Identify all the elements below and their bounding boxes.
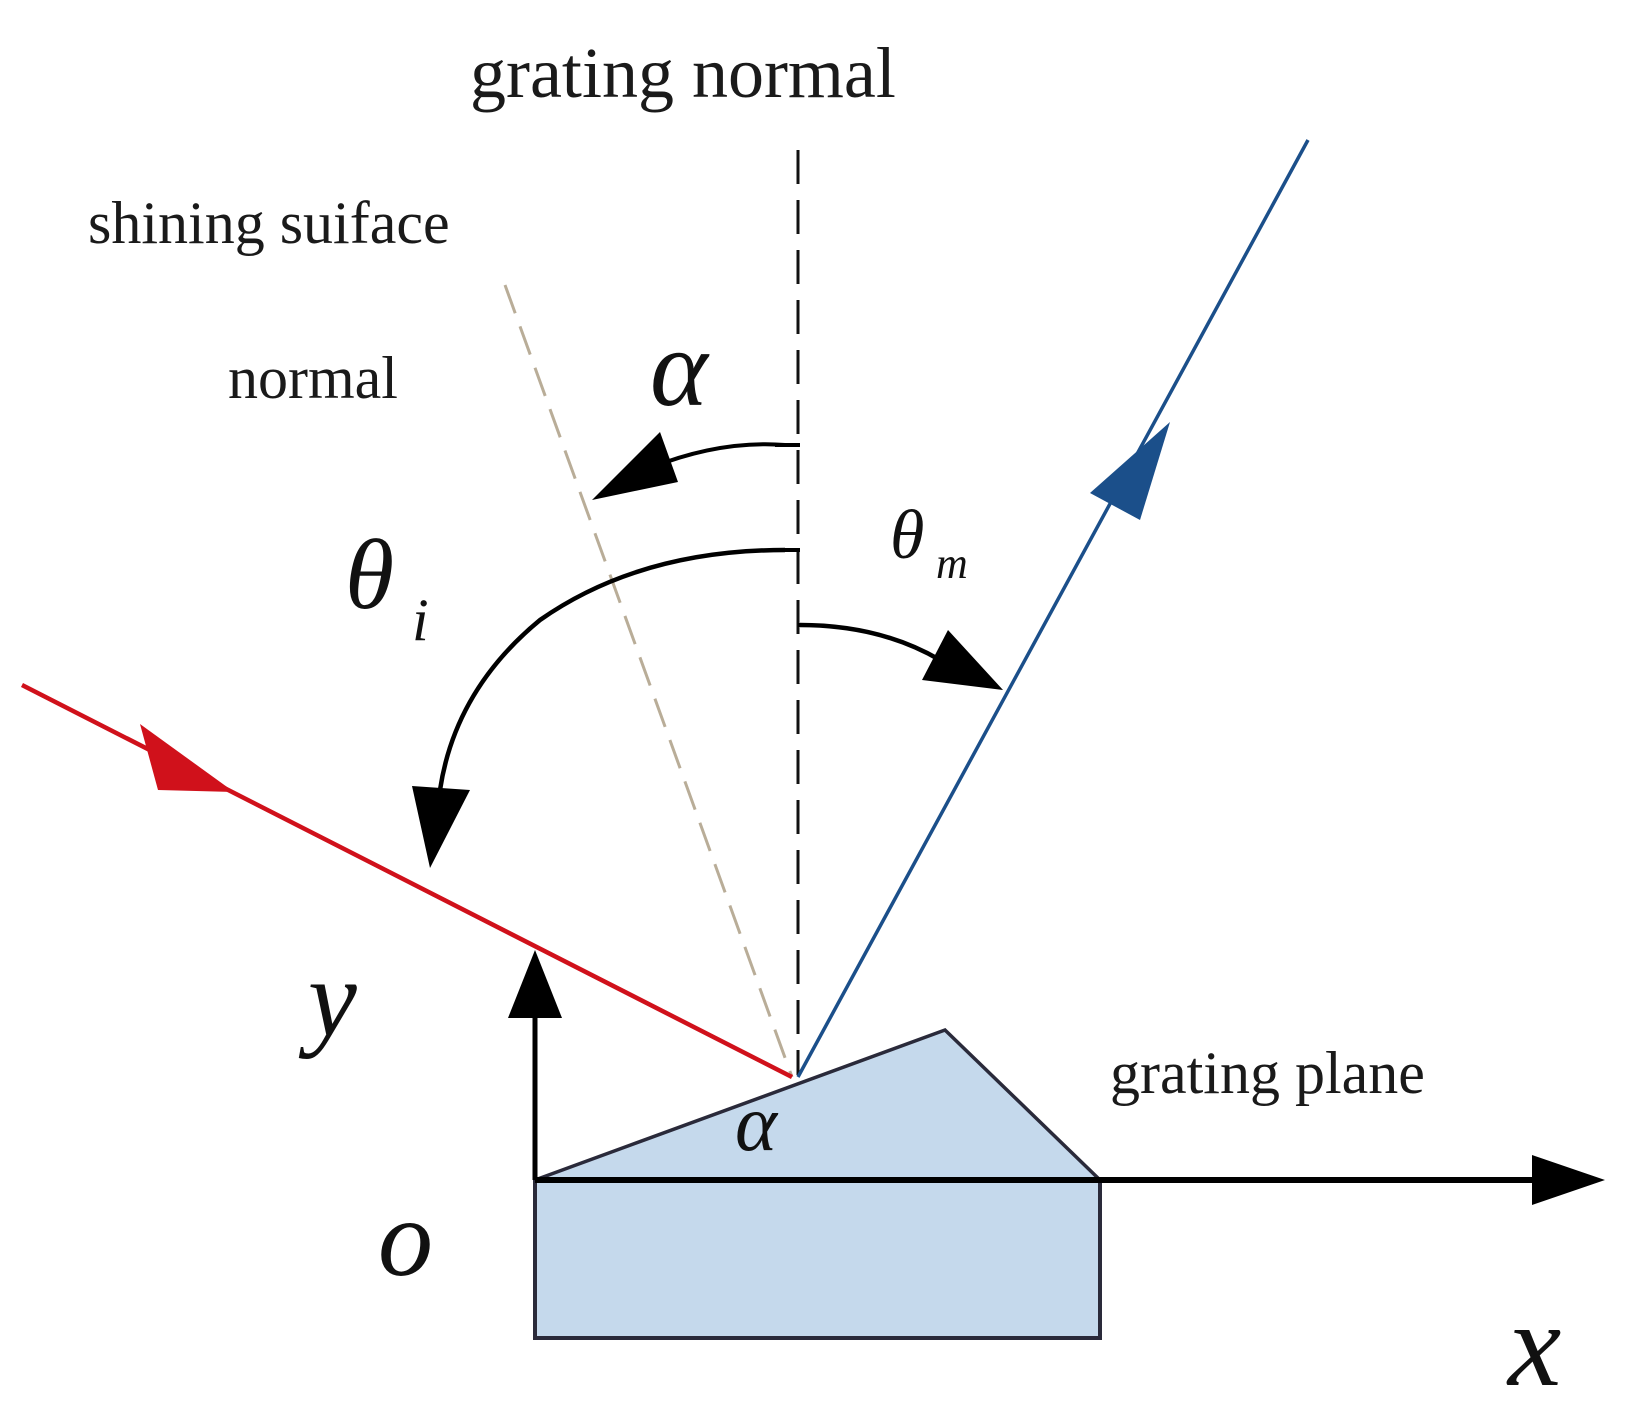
alpha-arc-arrowhead bbox=[592, 432, 678, 500]
theta-i-angle-arc bbox=[437, 547, 786, 791]
grating-substrate bbox=[533, 1178, 1102, 1340]
incident-ray bbox=[20, 682, 794, 1080]
shining-surface-normal-label: normal bbox=[228, 345, 398, 411]
x-axis-label: x bbox=[1506, 1278, 1561, 1408]
grating-plane-label: grating plane bbox=[1110, 1040, 1425, 1106]
diffracted-ray-arrowhead bbox=[1090, 422, 1170, 520]
shining-surface-label: shining suiface bbox=[88, 190, 450, 256]
theta-i-subscript: i bbox=[412, 587, 429, 653]
x-axis-arrowhead bbox=[1532, 1155, 1605, 1205]
theta-m-subscript: m bbox=[936, 539, 968, 588]
blaze-normal-line bbox=[503, 284, 794, 1078]
grating-normal-label: grating normal bbox=[470, 33, 896, 113]
y-axis-label: y bbox=[298, 937, 357, 1059]
theta-m-symbol: θ bbox=[890, 497, 924, 574]
y-axis-arrowhead bbox=[508, 950, 562, 1018]
blazed-groove bbox=[534, 1027, 1105, 1182]
theta-i-symbol: θ bbox=[345, 519, 394, 630]
alpha-bottom-symbol: α bbox=[735, 1080, 779, 1168]
theta-i-arc-arrowhead bbox=[412, 786, 470, 868]
theta-m-angle-arc bbox=[799, 622, 942, 662]
origin-label: o bbox=[378, 1177, 433, 1299]
alpha-top-symbol: α bbox=[650, 307, 710, 429]
incident-ray-arrowhead bbox=[140, 724, 234, 792]
theta-m-arc-arrowhead bbox=[922, 630, 1003, 690]
diffracted-ray bbox=[796, 139, 1310, 1078]
